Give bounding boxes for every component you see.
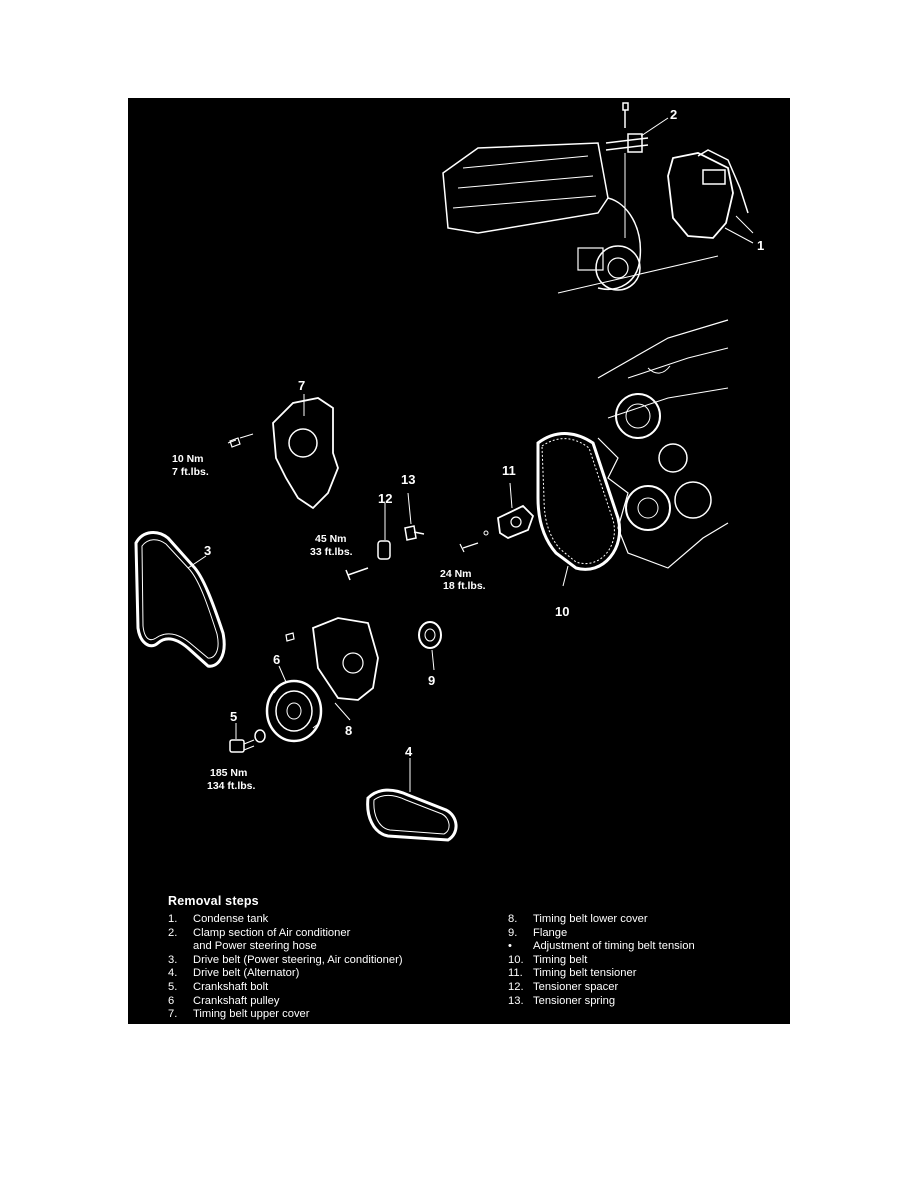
removal-steps-right: 8. Timing belt lower cover 9. Flange • Adjust… — [508, 913, 790, 1008]
engine-top-illustration — [442, 142, 719, 294]
removal-step: 3. Drive belt (Power steering, Air condit… — [168, 954, 488, 968]
removal-step: 5. Crankshaft bolt — [168, 981, 488, 995]
crankshaft-pulley-part — [265, 679, 323, 743]
step-number: 12. — [508, 980, 524, 993]
step-number: 9. — [508, 926, 518, 939]
removal-step: 4. Drive belt (Alternator) — [168, 967, 488, 981]
step-text: Drive belt (Alternator) — [193, 967, 300, 980]
step-number: 11. — [508, 967, 523, 980]
removal-step: 12. Tensioner spacer — [508, 981, 790, 995]
tensioner-part — [459, 504, 535, 553]
torque-7-ftlbs: 7 ft.lbs. — [172, 466, 209, 478]
step-number: 7. — [168, 1008, 178, 1021]
callout-7: 7 — [298, 378, 305, 393]
torque-12-nm: 45 Nm — [315, 533, 347, 545]
step-text: Tensioner spring — [533, 994, 616, 1007]
removal-step: 6 Crankshaft pulley — [168, 995, 488, 1009]
callout-8: 8 — [345, 723, 352, 738]
callout-10: 10 — [555, 604, 569, 619]
step-number: 2. — [168, 926, 178, 939]
torque-11-ftlbs: 18 ft.lbs. — [443, 580, 486, 592]
torque-specs: 10 Nm 7 ft.lbs. 45 Nm 33 ft.lbs. 24 Nm 1… — [172, 453, 486, 792]
step-number: 10. — [508, 953, 524, 966]
clamp-part — [605, 102, 649, 238]
step-text: Flange — [533, 926, 568, 939]
drive-belt-ps-ac-part — [134, 531, 226, 668]
step-number: 3. — [168, 953, 178, 966]
torque-7-nm: 10 Nm — [172, 453, 204, 465]
removal-step: • Adjustment of timing belt tension — [508, 940, 790, 954]
step-number: 6 — [168, 994, 175, 1007]
callout-13: 13 — [401, 472, 415, 487]
leader-lines — [187, 117, 754, 792]
torque-11-nm: 24 Nm — [440, 568, 472, 580]
removal-steps-title: Removal steps — [168, 894, 259, 908]
torque-5-nm: 185 Nm — [210, 767, 247, 779]
removal-step: and Power steering hose — [168, 940, 488, 954]
step-text: Drive belt (Power steering, Air conditio… — [193, 953, 403, 966]
crankshaft-bolt-part — [229, 729, 266, 753]
callout-4: 4 — [405, 744, 413, 759]
tensioner-spacer-spring-parts — [345, 525, 425, 581]
callout-5: 5 — [230, 709, 237, 724]
step-number: 4. — [168, 967, 178, 980]
step-number — [168, 940, 193, 954]
removal-step: 13. Tensioner spring — [508, 995, 790, 1009]
removal-step: 7. Timing belt upper cover — [168, 1008, 488, 1022]
step-number: 5. — [168, 980, 178, 993]
engine-block-illustration — [597, 319, 729, 569]
removal-step: 8. Timing belt lower cover — [508, 913, 790, 927]
step-text: Crankshaft pulley — [193, 994, 280, 1007]
callout-6: 6 — [273, 652, 280, 667]
callout-numbers: 1 2 3 4 5 6 7 8 9 10 11 12 13 — [204, 107, 764, 759]
step-text: and Power steering hose — [193, 940, 317, 953]
flange-part — [418, 621, 442, 649]
torque-5-ftlbs: 134 ft.lbs. — [207, 780, 256, 792]
removal-step: 9. Flange — [508, 927, 790, 941]
drive-belt-alternator-part — [366, 788, 458, 842]
callout-1: 1 — [757, 238, 764, 253]
step-text: Timing belt — [533, 953, 588, 966]
step-text: Crankshaft bolt — [193, 980, 269, 993]
step-number: 13. — [508, 994, 524, 1007]
removal-step: 2. Clamp section of Air conditioner — [168, 927, 488, 941]
step-text: Timing belt tensioner — [533, 967, 637, 980]
callout-11: 11 — [502, 463, 516, 478]
callout-12: 12 — [378, 491, 392, 506]
removal-step: 11. Timing belt tensioner — [508, 967, 790, 981]
step-text: Adjustment of timing belt tension — [533, 940, 695, 953]
removal-step: 10. Timing belt — [508, 954, 790, 968]
step-number: • — [508, 940, 512, 953]
timing-belt-part — [536, 432, 621, 571]
step-text: Timing belt upper cover — [193, 1008, 310, 1021]
callout-3: 3 — [204, 543, 211, 558]
step-text: Timing belt lower cover — [533, 913, 648, 925]
lower-cover-part — [285, 617, 379, 701]
callout-2: 2 — [670, 107, 677, 122]
step-number: 1. — [168, 913, 178, 925]
step-text: Tensioner spacer — [533, 980, 619, 993]
removal-steps-left: 1. Condense tank 2. Clamp section of Air co… — [168, 913, 488, 1022]
diagram-panel: 1 2 3 4 5 6 7 8 9 10 11 12 13 10 Nm 7 ft… — [128, 98, 790, 1024]
callout-9: 9 — [428, 673, 435, 688]
condense-tank-part — [667, 149, 754, 244]
exploded-view-drawing: 1 2 3 4 5 6 7 8 9 10 11 12 13 10 Nm 7 ft… — [134, 102, 764, 842]
removal-step: 1. Condense tank — [168, 913, 488, 927]
step-text: Condense tank — [193, 913, 269, 925]
upper-cover-part — [227, 397, 339, 510]
step-text: Clamp section of Air conditioner — [193, 926, 351, 939]
torque-12-ftlbs: 33 ft.lbs. — [310, 546, 353, 558]
step-number: 8. — [508, 913, 518, 925]
